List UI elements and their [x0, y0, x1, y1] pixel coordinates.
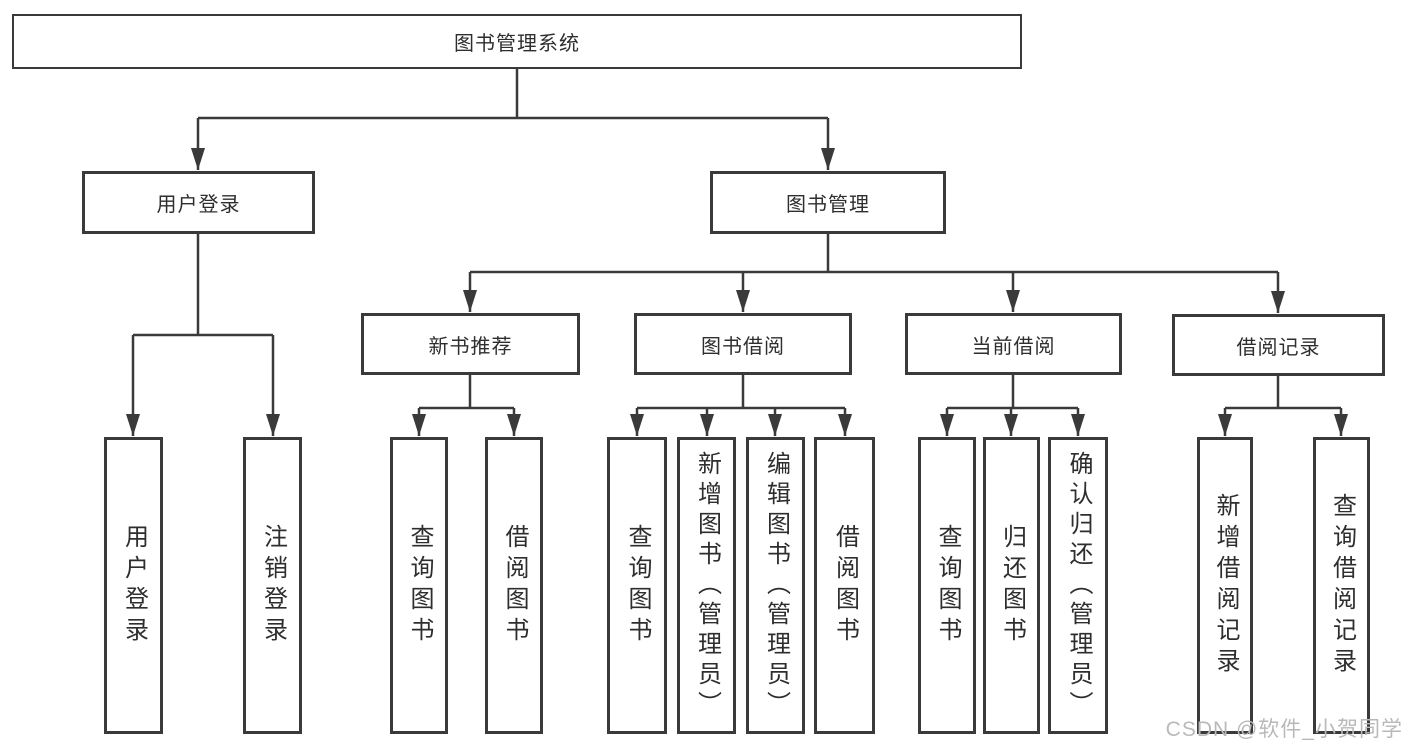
node-nbr-query-books: 查询图书 — [390, 437, 448, 734]
node-br-query-record: 查询借阅记录 — [1313, 437, 1370, 734]
connector-trunks — [133, 69, 1341, 410]
node-cb-return-books: 归还图书 — [983, 437, 1040, 734]
node-root: 图书管理系统 — [12, 14, 1022, 69]
node-cb-query-books: 查询图书 — [918, 437, 976, 734]
node-new-book-recommendation: 新书推荐 — [361, 313, 580, 375]
node-user-login-branch: 用户登录 — [82, 171, 315, 234]
node-borrowing-records: 借阅记录 — [1172, 314, 1385, 376]
node-logout: 注销登录 — [243, 437, 302, 734]
node-bb-edit-books-admin: 编辑图书（管理员） — [746, 437, 805, 734]
node-cb-confirm-return-admin: 确认归还（管理员） — [1048, 437, 1108, 734]
node-bb-add-books-admin: 新增图书（管理员） — [677, 437, 736, 734]
node-bb-query-books: 查询图书 — [607, 437, 667, 734]
node-br-add-record: 新增借阅记录 — [1197, 437, 1253, 734]
node-user-login-action: 用户登录 — [104, 437, 163, 734]
node-bb-borrow-books: 借阅图书 — [814, 437, 875, 734]
node-nbr-borrow-books: 借阅图书 — [485, 437, 543, 734]
node-book-management-branch: 图书管理 — [710, 171, 946, 234]
node-current-borrowing: 当前借阅 — [905, 313, 1122, 375]
node-book-borrowing: 图书借阅 — [634, 313, 852, 375]
csdn-watermark: CSDN @软件_小贺同学 — [1165, 718, 1403, 741]
